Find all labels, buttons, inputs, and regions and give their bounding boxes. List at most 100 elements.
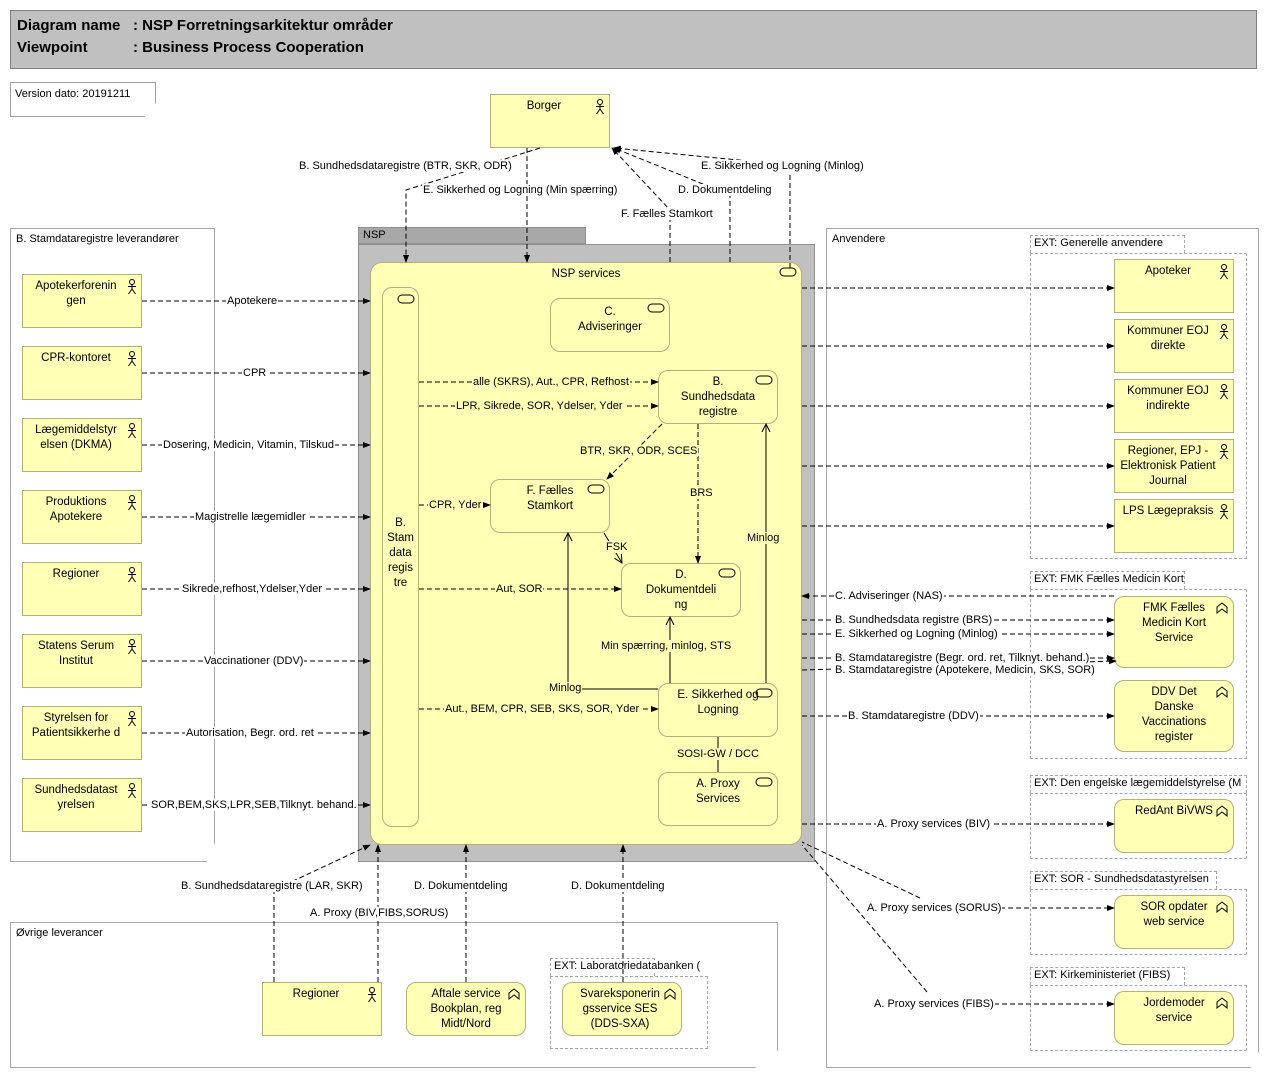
actor-regioner-bottom[interactable]: Regioner <box>262 982 382 1036</box>
svc-sor-opdater-label: SOR opdater web service <box>1140 901 1208 928</box>
relation-label: A. Proxy (BIV,FIBS,SORUS) <box>309 907 450 919</box>
actor-borger[interactable]: Borger <box>490 94 610 148</box>
relation-label: CPR <box>242 367 268 379</box>
actor-leverandoer[interactable]: Styrelsen for Patientsikkerhe d <box>22 706 142 760</box>
viewpoint-row: Viewpoint : Business Process Cooperation <box>17 39 364 56</box>
actor-anvender-label: Regioner, EPJ - Elektronisk Patient Jour… <box>1120 445 1216 487</box>
ext-kirke[interactable] <box>1030 985 1247 1051</box>
svc-stamdata[interactable]: B. Stam data regis tre <box>382 287 419 827</box>
actor-icon <box>128 711 136 727</box>
version-note: Version dato: 20191211 <box>10 82 156 117</box>
actor-leverandoer-label: Apotekerforenin gen <box>35 280 117 307</box>
relation-label: B. Stamdataregistre (DDV) <box>847 710 980 722</box>
actor-leverandoer[interactable]: Sundhedsdatast yrelsen <box>22 778 142 832</box>
relation-label: Aut., BEM, CPR, SEB, SKS, SOR, Yder <box>444 703 641 715</box>
svc-faelles-stamkort-label: F. Fælles Stamkort <box>526 485 574 512</box>
actor-leverandoer-label: Statens Serum Institut <box>37 640 115 667</box>
actor-icon <box>128 423 136 439</box>
svc-stamdata-label: B. Stam data regis tre <box>387 517 414 589</box>
relation-label: B. Sundhedsdataregistre (BTR, SKR, ODR) <box>298 160 513 172</box>
relation-label: E. Sikkerhed og Logning (Minlog) <box>700 160 865 172</box>
relation-label: E. Sikkerhed og Logning (Minlog) <box>834 628 999 640</box>
relation-label: Autorisation, Begr. ord. ret <box>185 727 315 739</box>
svc-aftale[interactable]: Aftale service Bookplan, reg Midt/Nord <box>406 982 526 1036</box>
flow-btr <box>606 423 663 480</box>
relation-label: CPR, Yder <box>428 499 483 511</box>
actor-leverandoer[interactable]: Apotekerforenin gen <box>22 274 142 328</box>
svc-svareksponering-label: Svareksponerin gsservice SES (DDS-SXA) <box>580 988 660 1030</box>
actor-leverandoer-label: CPR-kontoret <box>41 352 111 364</box>
viewpoint: : Business Process Cooperation <box>133 39 364 56</box>
actor-icon <box>128 279 136 295</box>
actor-anvender-label: LPS Lægepraksis <box>1122 505 1214 517</box>
svc-redant[interactable]: RedAnt BiVWS <box>1114 799 1234 853</box>
actor-icon <box>1220 444 1228 460</box>
svc-sor-opdater[interactable]: SOR opdater web service <box>1114 895 1234 949</box>
relation-label: D. Dokumentdeling <box>677 184 773 196</box>
actor-leverandoer-label: Sundhedsdatast yrelsen <box>34 784 118 811</box>
viewpoint-key: Viewpoint <box>17 39 88 56</box>
relation-label: Min spærring, minlog, STS <box>600 640 733 652</box>
service-icon <box>647 303 665 313</box>
relation-label: E. Sikkerhed og Logning (Min spærring) <box>422 184 619 196</box>
relation-label: BTR, SKR, ODR, SCES <box>579 445 699 457</box>
relation-label: C. Adviseringer (NAS) <box>834 590 944 602</box>
svc-sikkerhed[interactable]: E. Sikkerhed og Logning <box>658 683 778 737</box>
nsp-services[interactable]: NSP services <box>370 262 802 845</box>
svc-faelles-stamkort[interactable]: F. Fælles Stamkort <box>490 479 610 533</box>
ext-kirke-tab: EXT: Kirkeministeriet (FIBS) <box>1030 967 1185 985</box>
actor-leverandoer[interactable]: Lægemiddelstyr elsen (DKMA) <box>22 418 142 472</box>
svc-sundhedsdata[interactable]: B. Sundhedsdata registre <box>658 370 778 424</box>
actor-anvender[interactable]: Regioner, EPJ - Elektronisk Patient Jour… <box>1114 439 1234 493</box>
diagram-name-row: Diagram name: NSP Forretningsarkitektur … <box>17 17 393 34</box>
svc-svareksponering[interactable]: Svareksponerin gsservice SES (DDS-SXA) <box>562 982 682 1036</box>
relation-label: D. Dokumentdeling <box>570 880 666 892</box>
actor-anvender[interactable]: LPS Lægepraksis <box>1114 499 1234 553</box>
relation-label: A. Proxy services (BIV) <box>876 818 992 830</box>
svc-fmk[interactable]: FMK Fælles Medicin Kort Service <box>1114 596 1234 668</box>
actor-icon <box>128 495 136 511</box>
nsp-services-title: NSP services <box>551 268 621 280</box>
relation-label: Minlog <box>548 682 583 694</box>
flow-minlog-borger <box>613 145 791 268</box>
actor-leverandoer[interactable]: Statens Serum Institut <box>22 634 142 688</box>
relation-label: B. Stamdataregistre (Begr. ord. ret, Til… <box>834 652 1091 664</box>
svc-adviseringer[interactable]: C. Adviseringer <box>550 298 670 352</box>
actor-anvender-label: Kommuner EOJ indirekte <box>1127 385 1209 412</box>
ext-engelske-tab: EXT: Den engelske lægemiddelstyrelse (M <box>1030 775 1247 793</box>
service-icon <box>755 777 773 787</box>
relation-label: SOSI-GW / DCC <box>676 748 760 760</box>
actor-leverandoer[interactable]: CPR-kontoret <box>22 346 142 400</box>
actor-icon <box>596 99 604 115</box>
svc-proxy[interactable]: A. Proxy Services <box>658 772 778 826</box>
interface-icon <box>1216 997 1228 1010</box>
ext-sor[interactable] <box>1030 889 1247 955</box>
relation-label: Magistrelle lægemidler <box>194 511 307 523</box>
svc-dokumentdeling[interactable]: D. Dokumentdeli ng <box>621 563 741 617</box>
ext-engelske[interactable] <box>1030 793 1247 859</box>
relation-label: Aut, SOR <box>495 583 544 595</box>
service-icon <box>755 688 773 698</box>
svc-jordemoder-label: Jordemoder service <box>1143 997 1205 1024</box>
actor-leverandoer-label: Regioner <box>52 568 100 580</box>
group-title: Øvrige leverancer <box>16 927 103 939</box>
actor-anvender[interactable]: Apoteker <box>1114 259 1234 313</box>
actor-leverandoer[interactable]: Regioner <box>22 562 142 616</box>
interface-icon <box>1216 805 1228 818</box>
actor-leverandoer-label: Styrelsen for Patientsikkerhe d <box>31 712 121 739</box>
relation-label: B. Sundhedsdata registre (BRS) <box>834 614 994 626</box>
actor-borger-label: Borger <box>526 100 562 112</box>
ext-lab[interactable] <box>550 976 708 1049</box>
actor-anvender[interactable]: Kommuner EOJ direkte <box>1114 319 1234 373</box>
relation-label: FSK <box>605 541 629 553</box>
flow-proxy-fibs-diag <box>801 844 928 993</box>
svc-ddv[interactable]: DDV Det Danske Vaccinations register <box>1114 680 1234 752</box>
svc-jordemoder[interactable]: Jordemoder service <box>1114 991 1234 1045</box>
svc-sikkerhed-label: E. Sikkerhed og Logning <box>677 689 759 716</box>
relation-label: Sikrede,refhost,Ydelser,Yder <box>181 583 324 595</box>
actor-leverandoer[interactable]: Produktions Apotekere <box>22 490 142 544</box>
actor-icon <box>128 639 136 655</box>
actor-icon <box>368 987 376 1003</box>
diagram-name: : NSP Forretningsarkitektur områder <box>133 17 393 34</box>
